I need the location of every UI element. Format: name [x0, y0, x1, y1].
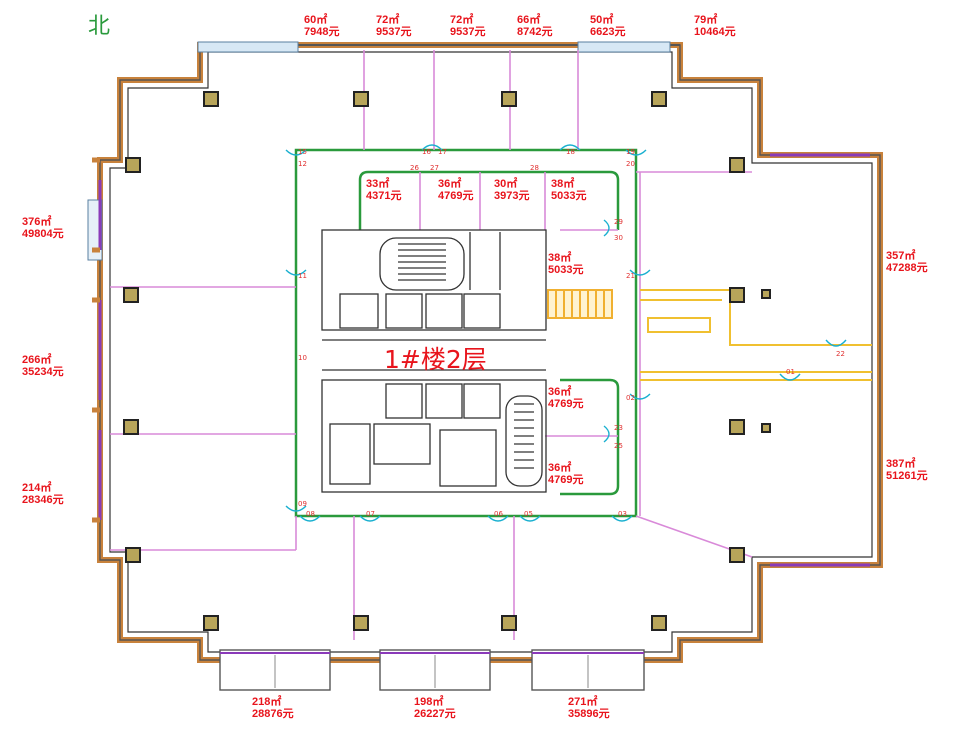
door-number: 02	[626, 394, 635, 402]
door-number: 06	[494, 510, 503, 518]
door-number: 25	[614, 442, 623, 450]
door-number: 21	[626, 272, 635, 280]
corridor	[294, 148, 638, 518]
east-corridor	[640, 289, 872, 381]
doors	[285, 144, 847, 522]
door-number: 08	[306, 510, 315, 518]
building-core	[321, 229, 547, 493]
columns	[123, 91, 771, 631]
door-number: 17	[438, 148, 447, 156]
door-number: 18	[566, 148, 575, 156]
door-number: 07	[366, 510, 375, 518]
door-number: 11	[298, 272, 307, 280]
door-number: 22	[836, 350, 845, 358]
door-number: 29	[614, 218, 623, 226]
door-number: 27	[430, 164, 439, 172]
door-number: 01	[786, 368, 795, 376]
door-number: 03	[618, 510, 627, 518]
door-number: 20	[626, 160, 635, 168]
north-indicator: 北	[88, 14, 111, 39]
door-number: 10	[298, 354, 307, 362]
door-number: 23	[614, 424, 623, 432]
door-number: 28	[530, 164, 539, 172]
door-number: 26	[410, 164, 419, 172]
outer-walls	[87, 41, 883, 691]
yellow-stair	[547, 289, 613, 319]
door-number: 12	[298, 160, 307, 168]
door-number: 16	[422, 148, 431, 156]
door-number: 15	[298, 148, 307, 156]
door-number: 19	[626, 148, 635, 156]
partitions	[110, 50, 753, 640]
floor-title: 1#楼2层	[384, 345, 487, 374]
door-number: 05	[524, 510, 533, 518]
door-number: 09	[298, 500, 307, 508]
door-number: 30	[614, 234, 623, 242]
